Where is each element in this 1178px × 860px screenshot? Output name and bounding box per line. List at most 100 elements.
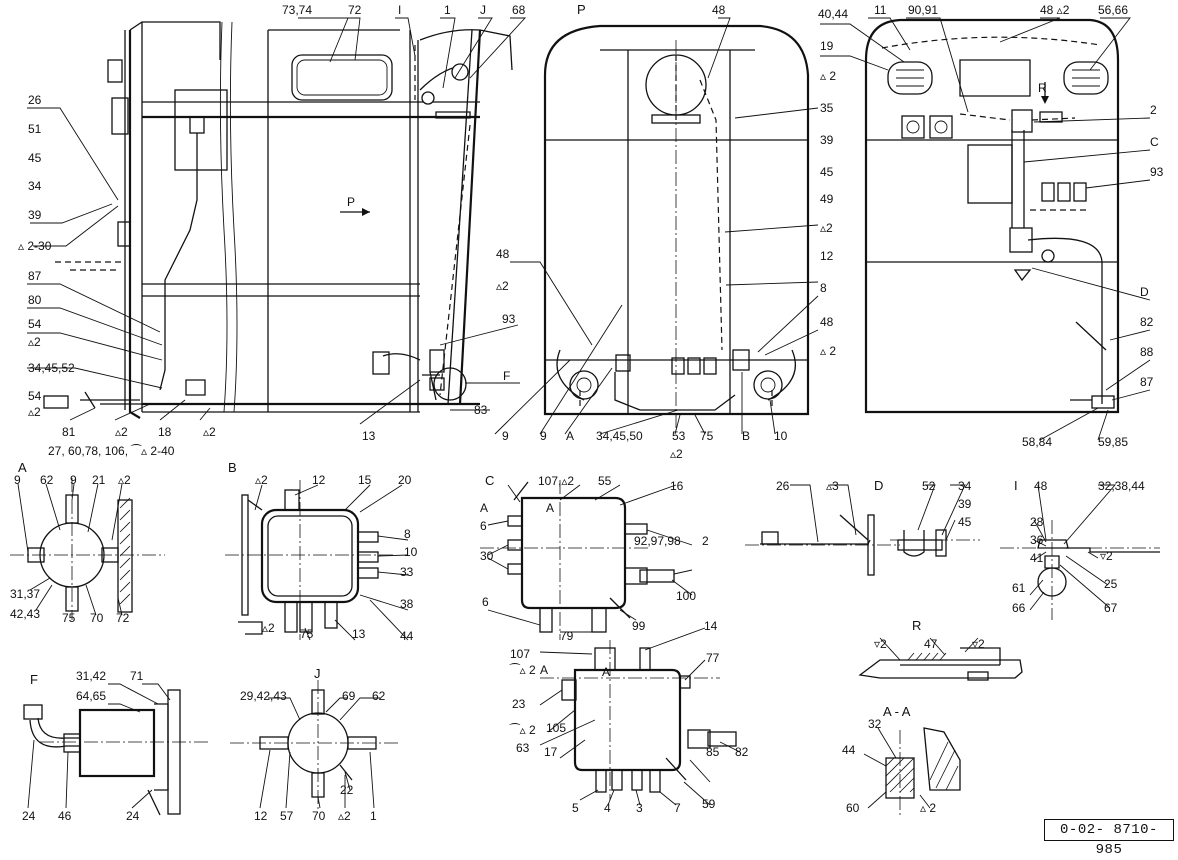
- label: 8: [820, 281, 827, 295]
- detail-c: [480, 480, 741, 806]
- rear-view-p: [494, 17, 819, 435]
- detail-r: [858, 637, 1023, 681]
- label: 87: [1140, 375, 1154, 389]
- label: 13: [352, 627, 366, 641]
- label: ▵2: [28, 405, 41, 419]
- label: 34,45,50: [596, 429, 643, 443]
- label: 72: [348, 3, 362, 17]
- label: 56,66: [1098, 3, 1128, 17]
- label: 31,42: [76, 669, 106, 683]
- label: 62: [40, 473, 54, 487]
- label: 42,43: [10, 607, 40, 621]
- label: 39: [820, 133, 834, 147]
- label: 107,▵2: [538, 474, 574, 488]
- label: 55: [598, 474, 612, 488]
- label: 48: [820, 315, 834, 329]
- label: 67: [1104, 601, 1118, 615]
- label: 87: [28, 269, 42, 283]
- title-section-a-a: A - A: [883, 704, 911, 719]
- part-labels: 73,74 72 I 1 J 68 26 51 45 34 39 ▵ 2-30 …: [10, 3, 1164, 823]
- label: 51: [28, 122, 42, 136]
- label: 75: [62, 611, 76, 625]
- label: 70: [312, 809, 326, 823]
- label: 93: [1150, 165, 1164, 179]
- label: B: [742, 429, 750, 443]
- label: 47: [924, 637, 938, 651]
- label: 48: [496, 247, 510, 261]
- label: ▵2: [338, 809, 351, 823]
- label: 64,65: [76, 689, 106, 703]
- label: ▵3: [826, 479, 839, 493]
- label: 81: [62, 425, 76, 439]
- label: A: [480, 501, 488, 515]
- label: 46: [58, 809, 72, 823]
- label: 83: [474, 403, 488, 417]
- label: 12: [254, 809, 268, 823]
- label: 20: [398, 473, 412, 487]
- label: 49: [820, 192, 834, 206]
- label: 90,91: [908, 3, 938, 17]
- label: 35: [820, 101, 834, 115]
- label: 77: [706, 651, 720, 665]
- label: 26: [28, 93, 42, 107]
- label: 53: [672, 429, 686, 443]
- label: ▿2: [1100, 549, 1113, 563]
- detail-a: [10, 478, 165, 620]
- label: ▵2: [670, 447, 683, 461]
- label: 105: [546, 721, 566, 735]
- label: 60: [846, 801, 860, 815]
- label: 6: [480, 519, 487, 533]
- front-view: [820, 17, 1151, 441]
- label: I: [398, 3, 401, 17]
- label: 26: [776, 479, 790, 493]
- label: 3: [636, 801, 643, 815]
- arrow-r-label: R: [1038, 81, 1047, 95]
- label: 99: [632, 619, 646, 633]
- label: A: [566, 429, 574, 443]
- label: 88: [1140, 345, 1154, 359]
- label: 9: [70, 473, 77, 487]
- label: 85: [706, 745, 720, 759]
- label: ⁀▵ 2: [509, 723, 536, 737]
- label: 2: [1150, 103, 1157, 117]
- label: 12: [312, 473, 326, 487]
- label: ▵2: [820, 221, 833, 235]
- label: 9: [502, 429, 509, 443]
- label: 107: [510, 647, 530, 661]
- label: 34: [958, 479, 972, 493]
- label: ▿2: [972, 637, 985, 651]
- detail-d: [745, 484, 980, 576]
- label: 17: [544, 745, 558, 759]
- label: 70: [90, 611, 104, 625]
- label: 29,42,43: [240, 689, 287, 703]
- label: 13: [362, 429, 376, 443]
- label: 4: [604, 801, 611, 815]
- label: 7: [674, 801, 681, 815]
- label: 15: [358, 473, 372, 487]
- label: 9: [14, 473, 21, 487]
- detail-i: [1000, 484, 1160, 620]
- label: 9: [540, 429, 547, 443]
- label: 5: [572, 801, 579, 815]
- label: 30: [480, 549, 494, 563]
- label: 10: [404, 545, 418, 559]
- detail-f: [23, 683, 210, 816]
- label: 16: [670, 479, 684, 493]
- label: 32: [868, 717, 882, 731]
- label: 45: [820, 165, 834, 179]
- label: ▵ 2-30: [18, 239, 52, 253]
- label: 28: [1030, 515, 1044, 529]
- label: 93: [502, 312, 516, 326]
- side-elevation-view: [27, 17, 527, 425]
- label: 24: [126, 809, 140, 823]
- label: ▵2: [262, 621, 275, 635]
- label: 66: [1012, 601, 1026, 615]
- section-a-a: [863, 727, 961, 815]
- label: 40,44: [818, 7, 848, 21]
- detail-j: [230, 680, 400, 810]
- label: 39: [28, 208, 42, 222]
- label: A: [602, 665, 610, 679]
- label: A: [546, 501, 554, 515]
- label: 59,85: [1098, 435, 1128, 449]
- label: 18: [158, 425, 172, 439]
